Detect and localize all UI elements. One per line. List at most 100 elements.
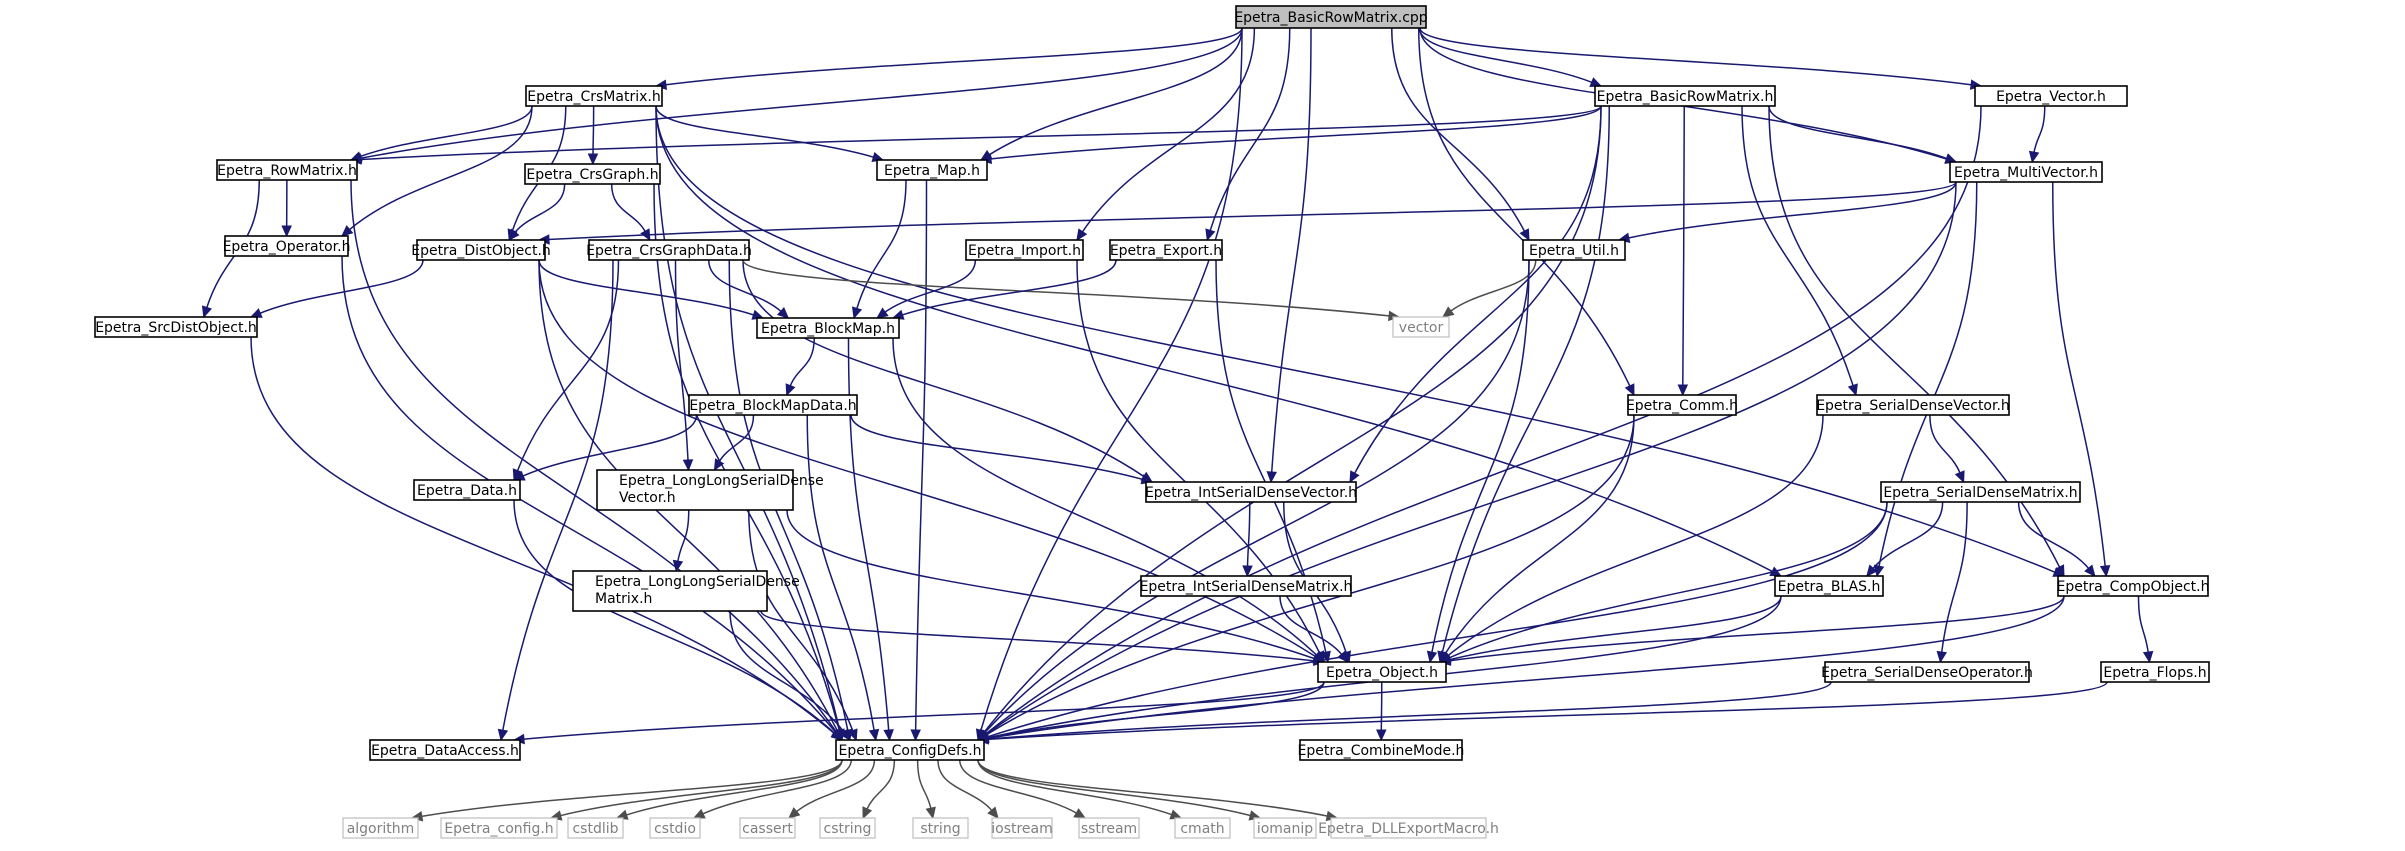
node-box [1392,316,1450,338]
node-layer: Epetra_BasicRowMatrix.cppEpetra_CrsMatri… [94,5,2210,839]
node-string: string [912,817,969,839]
node-export[interactable]: Epetra_Export.h [1109,239,1223,261]
node-flops[interactable]: Epetra_Flops.h [2100,661,2210,683]
node-comm[interactable]: Epetra_Comm.h [1626,394,1738,416]
edge-object-to-configdefs [976,681,1325,744]
node-compobject[interactable]: Epetra_CompObject.h [2057,575,2210,597]
node-object[interactable]: Epetra_Object.h [1317,661,1447,683]
node-serialdensematrix[interactable]: Epetra_SerialDenseMatrix.h [1880,481,2081,503]
edge-multivector-to-blas [1873,181,1978,578]
node-vector[interactable]: Epetra_Vector.h [1974,85,2128,107]
node-label: vector [1399,320,1444,336]
edge-longlongvector-to-longlongmatrix [672,509,690,573]
edge-intserialdensematrix-to-object [1279,595,1349,663]
edge-crsgraphdata-to-blockmap [708,259,790,319]
node-basicrowmatrix[interactable]: Epetra_BasicRowMatrix.h [1594,85,1776,107]
node-label: Epetra_Operator.h [223,239,351,255]
edge-crsgraph-to-distobject [508,183,566,241]
edge-serialdensematrix-to-configdefs [976,501,1888,742]
node-vectorstd: vector [1392,316,1450,338]
node-label: Epetra_SrcDistObject.h [95,320,257,336]
edge-basicrowmatrix-to-object [1437,105,1610,664]
node-box [835,739,985,761]
node-box [1253,817,1317,839]
edge-object-to-combinemode [1376,681,1387,742]
edge-compobject-to-object [1438,595,2065,666]
edge-rowmatrix-to-operator [281,179,292,238]
node-box [369,739,521,761]
node-blas[interactable]: Epetra_BLAS.h [1774,575,1884,597]
node-label: string [920,821,960,837]
node-box [1974,85,2128,107]
node-box [1824,661,2030,683]
node-blockmapdata[interactable]: Epetra_BlockMapData.h [688,394,858,416]
node-label: Epetra_RowMatrix.h [217,163,357,179]
edge-serialdensevector-to-serialdensematrix [1929,414,1965,484]
node-distobject[interactable]: Epetra_DistObject.h [411,239,551,261]
node-box [1774,575,1884,597]
node-box [1594,85,1776,107]
node-label: Vector.h [619,490,676,506]
node-label: Epetra_Flops.h [2103,665,2206,681]
node-crsgraphdata[interactable]: Epetra_CrsGraphData.h [586,239,752,261]
node-label: Epetra_BasicRowMatrix.cpp [1234,10,1427,26]
node-iostream: iostream [991,817,1053,839]
node-label: Epetra_BlockMapData.h [689,398,856,414]
node-box [588,239,750,261]
node-box [1522,239,1626,261]
node-srcdistobject[interactable]: Epetra_SrcDistObject.h [94,316,258,338]
node-label: cassert [742,821,793,837]
node-cassert: cassert [739,817,796,839]
edge-basicrowmatrix-to-comm [1677,105,1689,397]
node-label: Epetra_Export.h [1110,243,1222,259]
edge-util-to-vectorstd [1442,259,1537,318]
node-import[interactable]: Epetra_Import.h [965,239,1084,261]
node-box [572,570,768,612]
node-root[interactable]: Epetra_BasicRowMatrix.cpp [1234,5,1428,29]
node-crsmatrix[interactable]: Epetra_CrsMatrix.h [525,85,663,107]
node-label: Epetra_LongLongSerialDense [619,473,824,489]
node-label: Epetra_ConfigDefs.h [838,743,981,759]
node-multivector[interactable]: Epetra_MultiVector.h [1949,161,2103,183]
edge-longlongmatrix-to-configdefs [729,610,851,741]
edge-vector-to-multivector [2028,105,2046,164]
edge-map-to-configdefs [910,179,928,742]
node-combinemode[interactable]: Epetra_CombineMode.h [1298,739,1465,761]
edge-root-to-intserialdensevector [1266,27,1312,484]
node-data[interactable]: Epetra_Data.h [413,479,521,501]
node-epetraconfig: Epetra_config.h [440,817,558,839]
edge-basicrowmatrix-to-serialdensevector [1741,105,1858,397]
node-box [649,817,701,839]
edge-root-to-crsmatrix [654,27,1243,90]
node-map[interactable]: Epetra_Map.h [876,159,988,181]
node-dataaccess[interactable]: Epetra_DataAccess.h [369,739,521,761]
node-label: Epetra_IntSerialDenseMatrix.h [1140,579,1353,595]
node-label: Epetra_SerialDenseVector.h [1816,398,2010,414]
node-intserialdensevector[interactable]: Epetra_IntSerialDenseVector.h [1145,481,1357,503]
node-label: Epetra_MultiVector.h [1954,165,2098,181]
edge-crsgraphdata-to-intserialdensevector [742,259,1154,483]
node-serialdenseoperator[interactable]: Epetra_SerialDenseOperator.h [1821,661,2033,683]
node-rowmatrix[interactable]: Epetra_RowMatrix.h [216,159,358,181]
node-configdefs[interactable]: Epetra_ConfigDefs.h [835,739,985,761]
edge-import-to-blockmap [876,259,977,319]
node-blockmap[interactable]: Epetra_BlockMap.h [756,317,900,339]
node-util[interactable]: Epetra_Util.h [1522,239,1626,261]
edge-configdefs-to-dllexport [977,759,1339,822]
edge-flops-to-configdefs [976,681,2108,745]
node-label: cstdlib [572,821,618,837]
node-serialdensevector[interactable]: Epetra_SerialDenseVector.h [1816,394,2010,416]
node-intserialdensematrix[interactable]: Epetra_IntSerialDenseMatrix.h [1140,575,1353,597]
edge-multivector-to-compobject [2052,181,2111,578]
edge-crsmatrix-to-map [655,105,885,163]
node-cstdio: cstdio [649,817,701,839]
node-box [991,817,1053,839]
node-crsgraph[interactable]: Epetra_CrsGraph.h [524,163,661,185]
node-box [1627,394,1737,416]
node-operator[interactable]: Epetra_Operator.h [223,235,351,257]
node-box [819,817,876,839]
node-algorithm: algorithm [342,817,419,839]
node-label: Epetra_BlockMap.h [761,321,895,337]
